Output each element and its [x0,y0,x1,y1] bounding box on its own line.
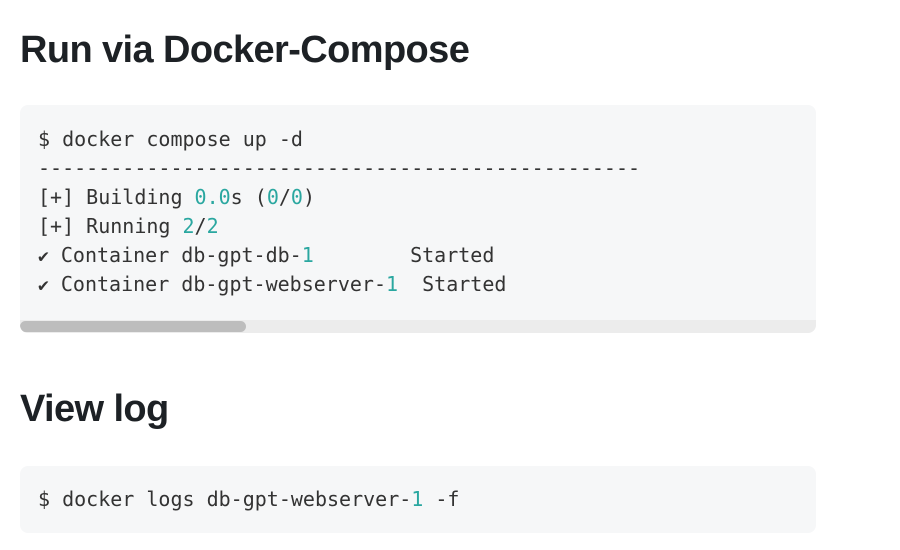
terminal-line-container: ✔ Container db-gpt-db-1 Started [38,241,816,270]
container-index: 1 [301,243,314,267]
container-name: db-gpt-webserver- [181,272,386,296]
shell-prompt-symbol: $ [38,487,63,511]
container-label: Container [48,272,182,296]
building-time-value: 0.0 [194,185,231,209]
terminal-line-command: $ docker logs db-gpt-webserver-1 -f [38,485,816,514]
running-tag: [+] Running [38,214,183,238]
code-content-compose: $ docker compose up -d------------------… [20,105,816,299]
container-pad [314,243,410,267]
container-name: db-gpt-db- [181,243,302,267]
code-block-docker-compose[interactable]: $ docker compose up -d------------------… [20,105,816,333]
container-status: Started [410,243,495,267]
building-steps-slash: / [278,185,291,209]
building-steps-total: 0 [290,185,303,209]
running-done-count: 2 [182,214,195,238]
page-title-view-log: View log [20,388,169,430]
horizontal-scrollbar-thumb[interactable] [20,321,246,332]
terminal-line-command: $ docker compose up -d [38,125,816,154]
building-steps-close: ) [302,185,315,209]
container-status: Started [422,272,507,296]
shell-command-text-before: docker logs db-gpt-webserver- [62,487,412,511]
container-index: 1 [386,272,399,296]
check-icon: ✔ [38,275,49,296]
terminal-output-compose: $ docker compose up -d------------------… [38,125,816,299]
terminal-line-building: [+] Building 0.0s (0/0) [38,183,816,212]
terminal-line-separator: ----------------------------------------… [38,156,641,180]
container-index: 1 [411,487,424,511]
building-tag: [+] Building [38,185,195,209]
running-total-count: 2 [206,214,219,238]
code-content-logs: $ docker logs db-gpt-webserver-1 -f [20,466,816,514]
page-title-run-via-docker-compose: Run via Docker-Compose [20,29,470,71]
building-steps-done: 0 [266,185,279,209]
terminal-line-running: [+] Running 2/2 [38,212,816,241]
check-icon: ✔ [38,246,49,267]
running-slash: / [194,214,207,238]
terminal-output-logs: $ docker logs db-gpt-webserver-1 -f [38,485,816,514]
terminal-line-container: ✔ Container db-gpt-webserver-1 Started [38,270,816,299]
code-block-docker-logs[interactable]: $ docker logs db-gpt-webserver-1 -f [20,466,816,533]
shell-command-text: docker compose up -d [62,127,303,151]
container-pad [398,272,422,296]
shell-command-text-after: -f [423,487,460,511]
building-steps-open: ( [242,185,267,209]
container-label: Container [48,243,182,267]
shell-prompt-symbol: $ [38,127,63,151]
horizontal-scrollbar-track[interactable] [20,320,816,333]
building-time-unit: s [230,185,243,209]
